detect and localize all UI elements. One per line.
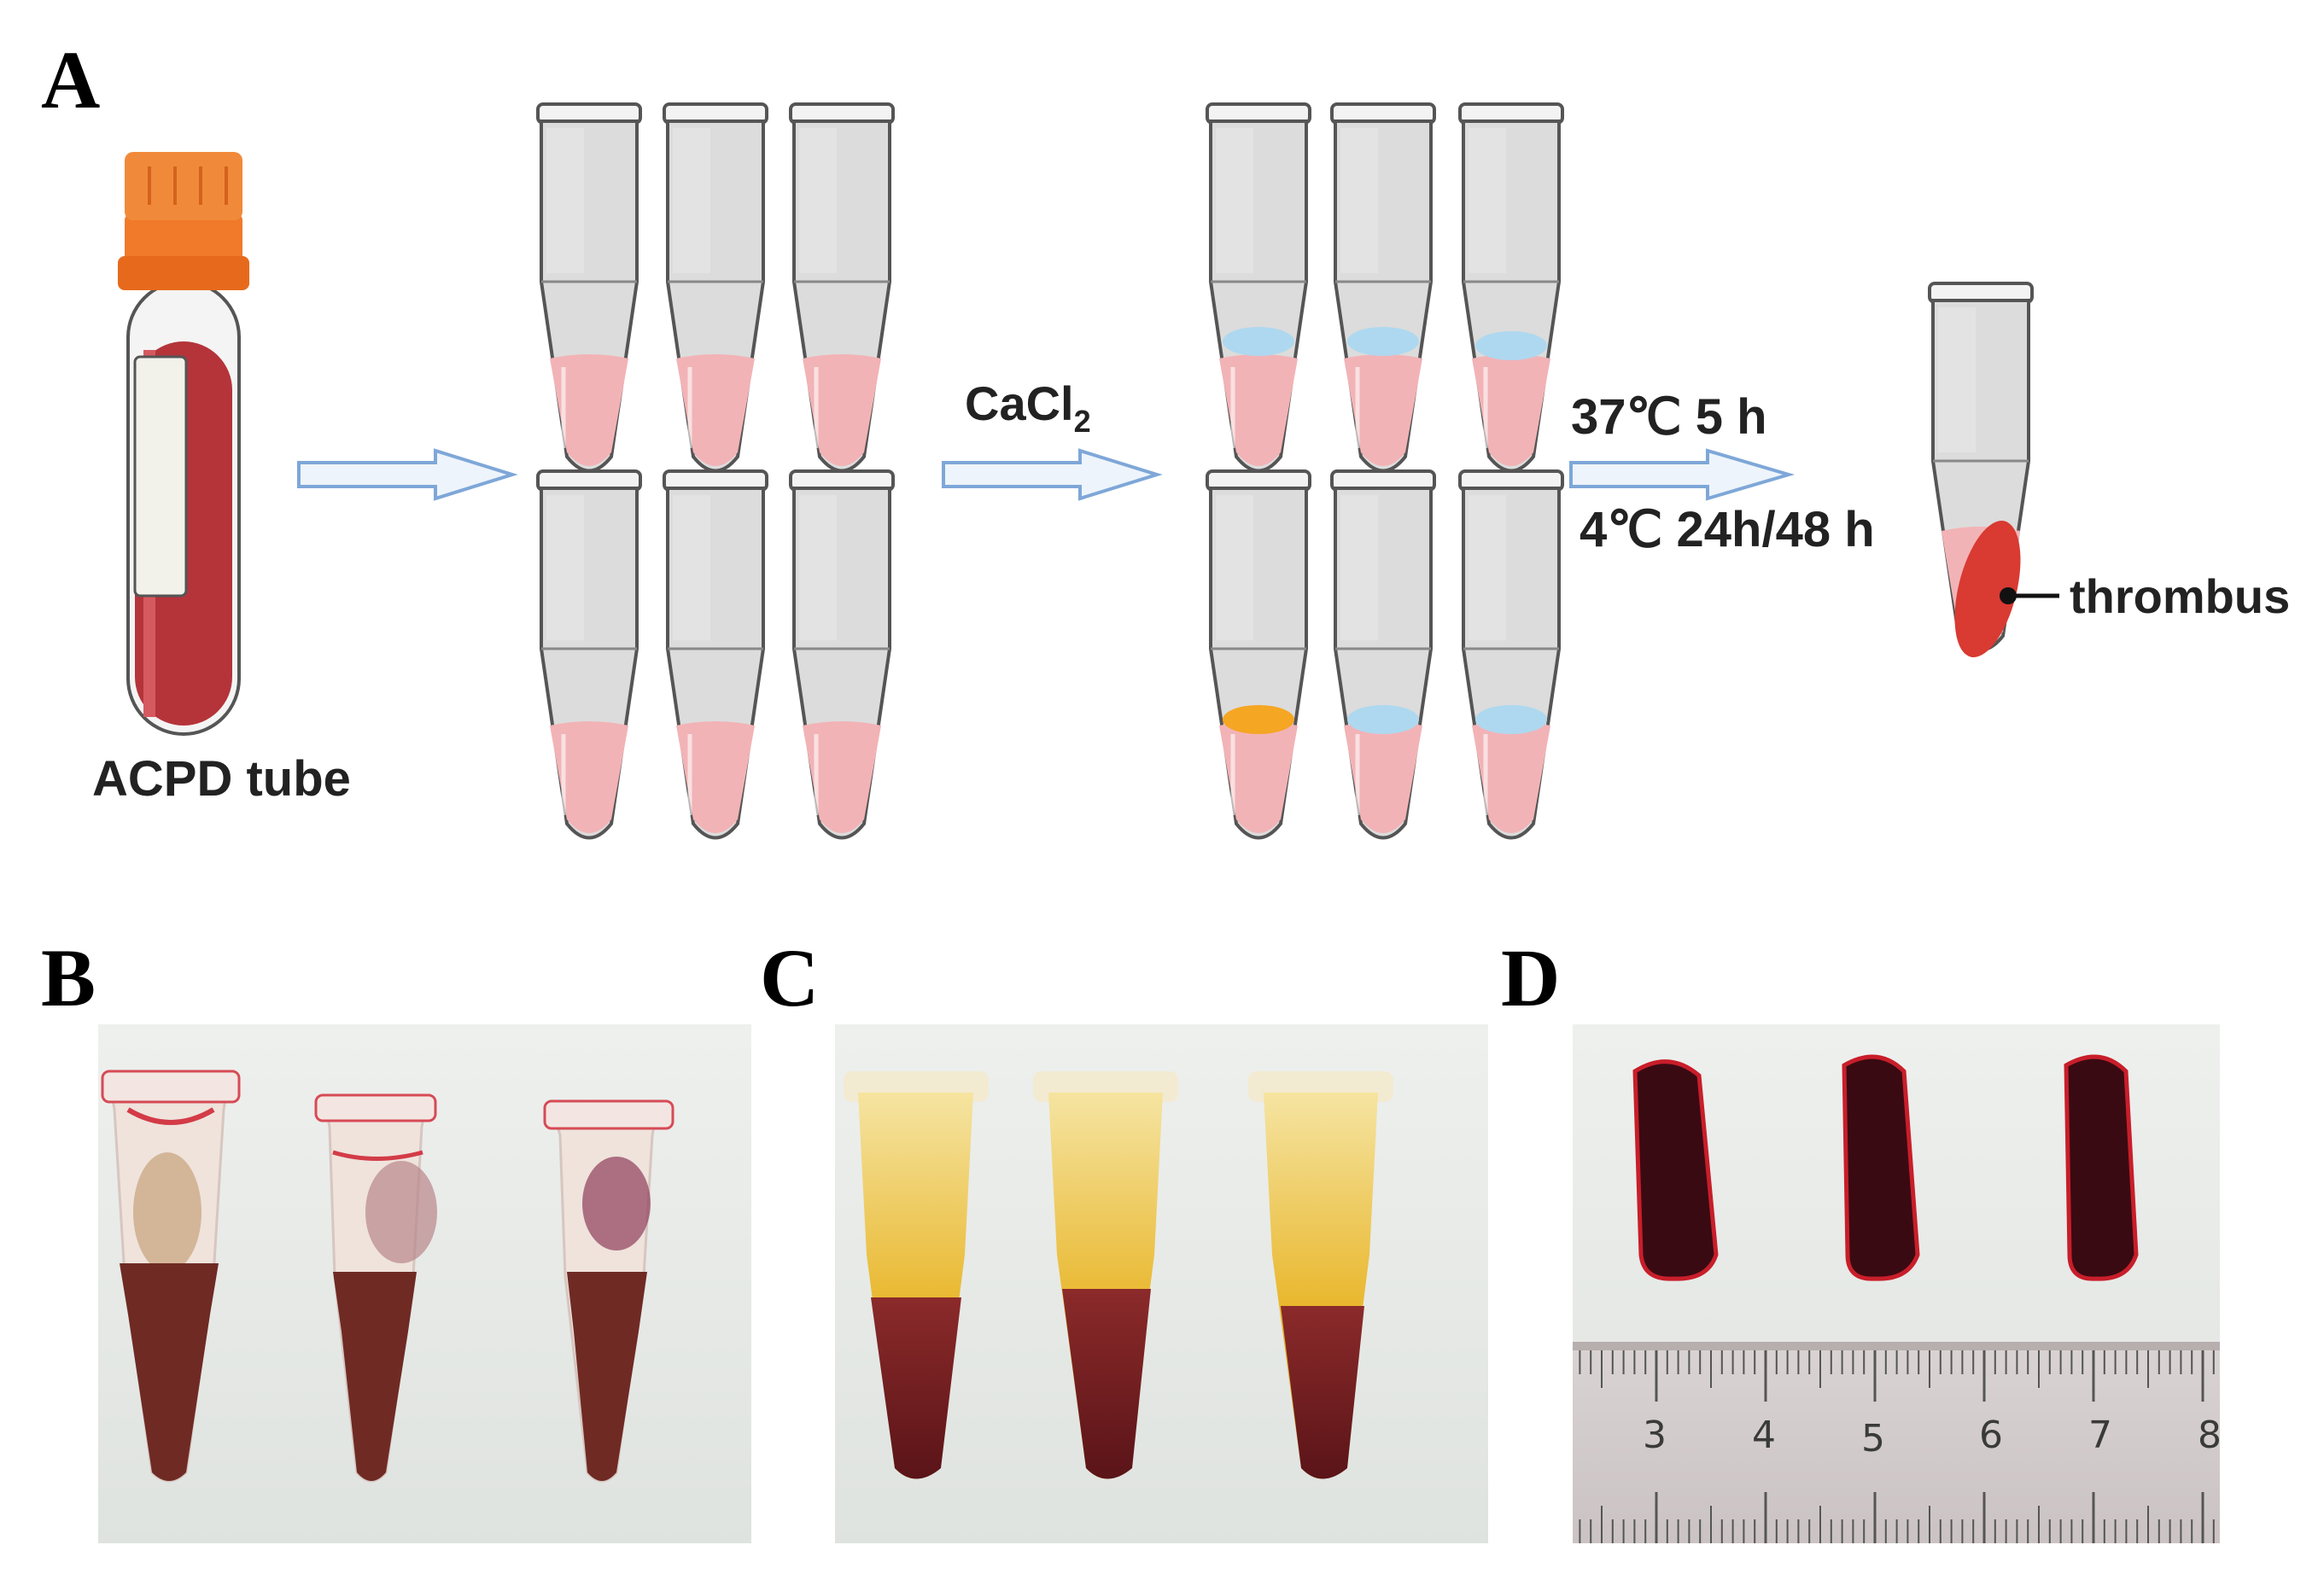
thrombus-sample-3 — [2064, 1054, 2139, 1281]
ruler-number-8: 8 — [2198, 1414, 2222, 1457]
photo-c-tube-3 — [1248, 1071, 1393, 1479]
reagent-label: CaCl2 — [965, 376, 1091, 439]
thrombus-label: thrombus — [2070, 569, 2290, 623]
ruler-number-3: 3 — [1643, 1414, 1667, 1457]
photo-b-tube-2 — [314, 1093, 437, 1483]
thrombus-sample-2 — [1842, 1054, 1920, 1281]
ruler-number-6: 6 — [1979, 1414, 2003, 1457]
process-arrow-3 — [1569, 448, 1796, 501]
ruler: 3 4 5 6 7 8 — [1573, 1342, 2222, 1543]
ruler-number-7: 7 — [2088, 1414, 2112, 1457]
panel-label-a: A — [41, 34, 100, 125]
reagent-subscript: 2 — [1074, 404, 1091, 439]
aliquot-tubes-group-2 — [1206, 102, 1564, 840]
acpd-tube-label: ACPD tube — [92, 751, 351, 807]
ruler-ticks — [1579, 1350, 2215, 1543]
process-arrow-1 — [297, 448, 518, 501]
photo-c-tube-2 — [1033, 1071, 1178, 1479]
panel-label-b: B — [41, 932, 96, 1023]
condition-warm-label: 37℃ 5 h — [1571, 389, 1767, 445]
panel-label-c: C — [760, 932, 819, 1023]
process-arrow-2 — [942, 448, 1163, 501]
acpd-tube-illustration — [118, 152, 249, 736]
photo-c — [835, 1024, 1488, 1543]
result-tube-illustration — [1928, 282, 2034, 657]
photo-b-tube-1 — [101, 1070, 241, 1483]
aliquot-tubes-group-1 — [536, 102, 895, 840]
photo-c-tube-1 — [844, 1071, 989, 1479]
photo-d: 3 4 5 6 7 8 — [1573, 1024, 2222, 1543]
condition-cold-label: 4℃ 24h/48 h — [1580, 502, 1875, 557]
ruler-number-4: 4 — [1752, 1414, 1776, 1457]
reagent-main: CaCl — [965, 376, 1074, 430]
panel-label-d: D — [1501, 932, 1560, 1023]
photo-b-tube-3 — [543, 1099, 674, 1483]
thrombus-sample-1 — [1632, 1059, 1719, 1281]
ruler-number-5: 5 — [1861, 1417, 1885, 1460]
photo-b — [98, 1024, 751, 1543]
